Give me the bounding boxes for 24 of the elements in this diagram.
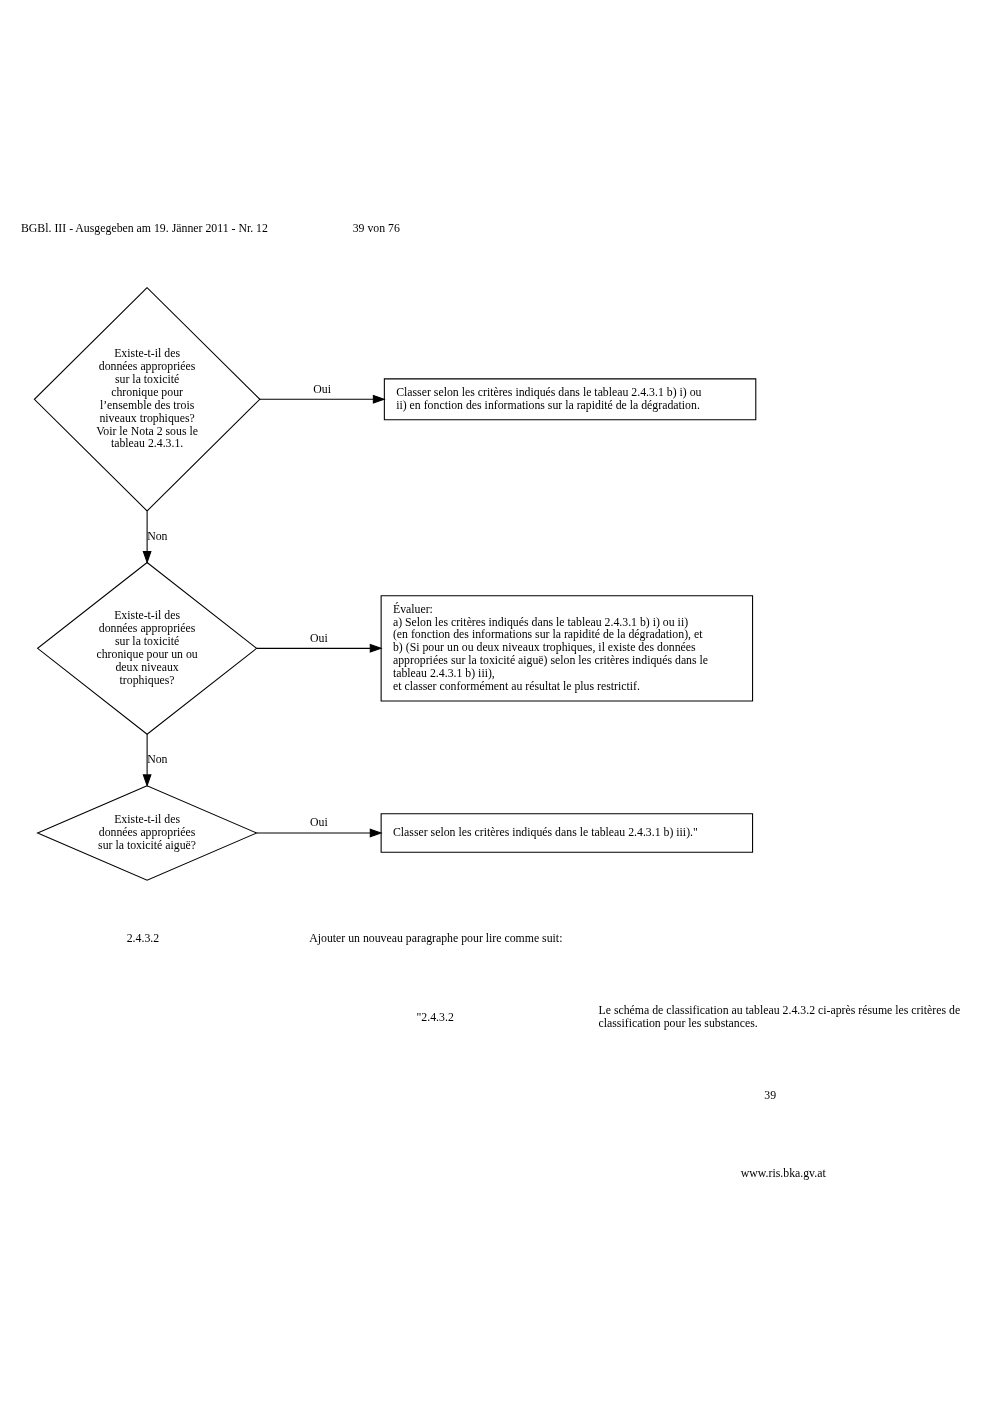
arrow: [256, 828, 383, 838]
node-box: Classer selon les critères indiqués dans le tableau 2.4.3.1 b) i) ou ii) en fonction des informations sur la rapidité de la dégradation.: [383, 378, 757, 421]
node-box: Évaluer: a) Selon les critères indiqués dans le tableau 2.4.3.1 b) i) ou ii) (en fonction des informations sur la rapidité de la dégradation), et b) (Si pour un ou deux niveaux trophiques, il existe des données appropriées sur la toxicité aiguë) selon les critères indiqués dans le tableau 2.4.3.1 b) iii), et classer conformément au résultat le plus restrictif.: [380, 595, 754, 702]
label: Ajouter un nouveau paragraphe pour lire comme suit:: [309, 931, 563, 946]
label: www.ris.bka.gv.at: [740, 1166, 826, 1181]
arrow: [256, 643, 383, 653]
label: 39: [764, 1088, 777, 1103]
edge-label: Oui: [310, 815, 328, 830]
arrow: [142, 733, 152, 788]
edge-label: Non: [147, 528, 168, 543]
label: Le schéma de classification au tableau 2.4.3.2 ci-après résume les critères de classification pour les substances.: [598, 1003, 961, 1031]
node-box: Classer selon les critères indiqués dans le tableau 2.4.3.1 b) iii).": [380, 813, 754, 853]
label: BGBl. III - Ausgegeben am 19. Jänner 2011 - Nr. 12: [20, 220, 268, 235]
node-diamond: Existe-t-il des données appropriées sur la toxicité aiguë?: [36, 785, 258, 881]
node-diamond: Existe-t-il des données appropriées sur la toxicité chronique pour l’ensemble des trois niveaux trophiques? Voir le Nota 2 sous le tableau 2.4.3.1.: [33, 286, 261, 512]
node-diamond: Existe-t-il des données appropriées sur la toxicité chronique pour un ou deux niveaux trophiques?: [36, 561, 258, 735]
arrow: [259, 394, 386, 404]
edge-label: Oui: [310, 630, 328, 645]
label: "2.4.3.2: [416, 1009, 454, 1024]
label: 39 von 76: [352, 220, 400, 235]
arrow: [142, 510, 152, 564]
edge-label: Oui: [313, 381, 331, 396]
edge-label: Non: [147, 752, 168, 767]
label: 2.4.3.2: [126, 931, 160, 946]
